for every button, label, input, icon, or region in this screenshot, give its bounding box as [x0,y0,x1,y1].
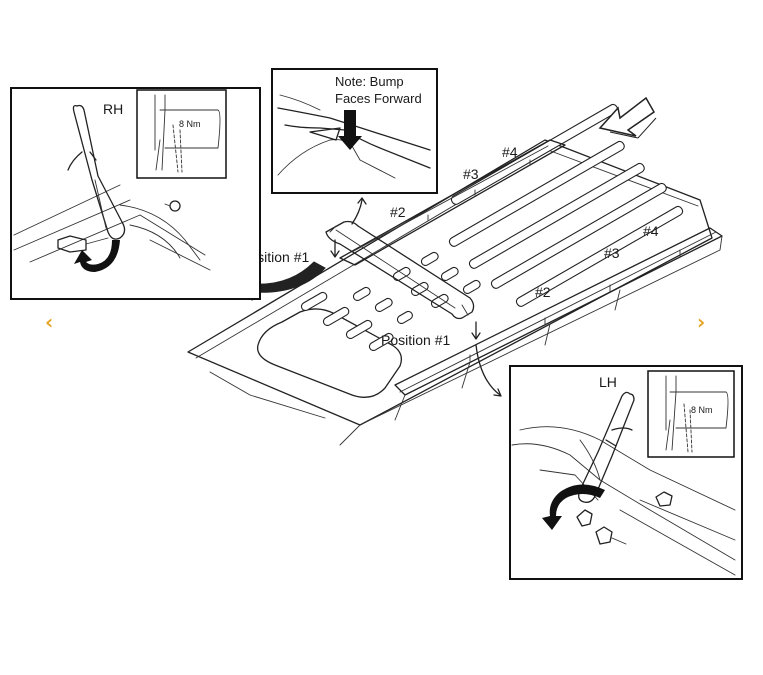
vehicle-roof [187,103,723,446]
forward-direction-arrow-icon [598,96,657,139]
bolt-icon [655,491,673,507]
down-arrow-icon [338,110,362,150]
callout-arrow-note [351,197,367,225]
bolt-icon [595,526,627,545]
bolt-icon [164,200,181,212]
torque-value-rh: 8 Nm [179,119,201,129]
lh-side-label: LH [599,374,617,390]
note-line-1: Note: Bump [335,74,404,89]
front-rail-position-2: #2 [535,284,551,300]
next-image-button[interactable]: › [697,310,706,334]
torque-wrench-icon [578,391,635,503]
bolt-icon [576,509,593,527]
down-arrow-icon [330,239,340,258]
crossbar-position-label-right: Position #1 [381,332,450,348]
note-detail-box: Note: Bump Faces Forward [271,68,438,194]
side-rail-rear [339,139,566,266]
torque-inset-rh: 8 Nm [136,89,227,179]
front-rail-position-4: #4 [643,223,659,239]
rh-detail-box: 8 Nm RH [10,87,261,300]
rh-side-label: RH [103,101,123,117]
previous-image-button[interactable]: ‹ [45,310,54,334]
rear-rail-position-3: #3 [463,166,479,182]
torque-inset-lh: 8 Nm [647,370,735,458]
roof-ribs [300,103,684,352]
front-rail-position-3: #3 [604,245,620,261]
sunroof [256,308,403,398]
note-line-2: Faces Forward [335,91,422,106]
bolt-icon [57,235,109,253]
torque-wrench-icon [67,104,126,240]
rotation-arrow-icon [542,484,605,530]
lh-detail-box: 8 Nm LH [509,365,743,580]
down-arrow-icon [471,321,481,340]
rear-rail-position-2: #2 [390,204,406,220]
rotation-arrow-icon [74,240,120,272]
torque-value-lh: 8 Nm [691,405,713,415]
callout-arrow-lh [475,344,502,397]
rear-rail-position-4: #4 [502,144,518,160]
